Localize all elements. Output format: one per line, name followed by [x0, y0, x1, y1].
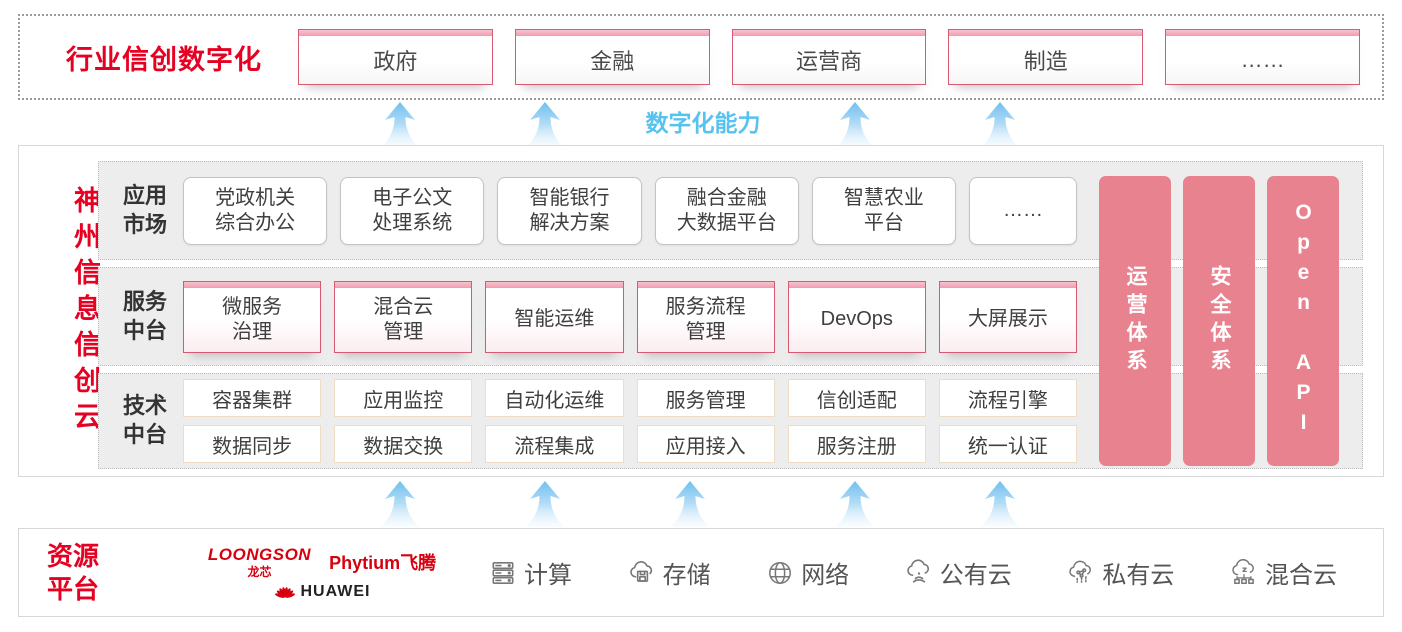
app-market-row: 应用 市场 党政机关 综合办公 电子公文 处理系统 智能银行 解决方案 融合金融… — [98, 161, 1363, 260]
pillar-label: Open API — [1292, 201, 1315, 441]
xinchuang-cloud-panel: 神州信息信创云 应用 市场 党政机关 综合办公 电子公文 处理系统 智能银行 解… — [18, 145, 1384, 477]
resource-item-network: 网络 — [766, 555, 849, 590]
pillar-label: 运营体系 — [1124, 265, 1147, 377]
huawei-logo: HUAWEI — [274, 583, 371, 601]
huawei-wordmark: HUAWEI — [300, 582, 371, 600]
up-arrow-icon — [835, 481, 875, 527]
service-item: 微服务 治理 — [183, 280, 322, 353]
up-arrow-icon — [835, 102, 875, 148]
resource-band-title: 资源 平台 — [47, 541, 100, 604]
public-cloud-icon — [907, 558, 929, 583]
resource-item-compute: 计算 — [489, 555, 572, 590]
resource-item-label: 存储 — [662, 562, 711, 589]
service-item: 大屏展示 — [938, 280, 1078, 353]
tech-item: 流程引擎 — [938, 379, 1077, 417]
resource-item-storage: 存储 — [628, 555, 711, 590]
tech-item: 自动化运维 — [485, 379, 624, 417]
tech-item: 服务注册 — [787, 425, 926, 463]
row-label-tech: 技术 中台 — [122, 393, 167, 447]
vendor-logos: LOONGSON 龙芯 Phytium飞腾 — [191, 545, 453, 601]
up-arrow-icon — [980, 102, 1020, 148]
loongson-logo: LOONGSON 龙芯 — [208, 545, 311, 580]
service-item: DevOps — [787, 280, 926, 353]
up-arrow-icon — [525, 102, 565, 148]
phytium-logo: Phytium飞腾 — [329, 553, 437, 573]
app-market-items: 党政机关 综合办公 电子公文 处理系统 智能银行 解决方案 融合金融 大数据平台… — [183, 176, 1078, 245]
resource-item-private-cloud: 私有云 — [1067, 555, 1174, 590]
industry-box-more: …… — [1165, 29, 1360, 85]
service-item: 服务流程 管理 — [636, 280, 775, 353]
loongson-cn-wordmark: 龙芯 — [247, 564, 272, 579]
pillar-operation-system: 运营体系 — [1099, 176, 1171, 466]
tech-item: 服务管理 — [636, 379, 775, 417]
industry-digitalization-band: 行业信创数字化 政府 金融 运营商 制造 …… — [18, 14, 1384, 100]
app-market-item: 党政机关 综合办公 — [183, 176, 328, 245]
platform-title: 神州信息信创云 — [70, 186, 100, 438]
up-arrow-icon — [380, 481, 420, 527]
resource-item-hybrid-cloud: 混合云 — [1230, 555, 1337, 590]
resource-item-label: 网络 — [801, 562, 850, 589]
resource-item-public-cloud: 公有云 — [905, 555, 1012, 590]
resource-platform-band: 资源 平台 LOONGSON 龙芯 Phytium飞腾 — [18, 528, 1384, 617]
app-market-item-more: …… — [969, 176, 1078, 245]
storage-icon — [629, 560, 652, 582]
resource-items: 计算 存储 网络 — [489, 555, 1337, 590]
tech-item: 数据同步 — [183, 425, 322, 463]
private-cloud-icon — [1069, 560, 1092, 583]
tech-item: 容器集群 — [183, 379, 322, 417]
industry-band-title: 行业信创数字化 — [66, 44, 262, 75]
row-label-app-market: 应用 市场 — [122, 182, 167, 237]
service-item: 智能运维 — [485, 280, 624, 353]
resource-item-label: 私有云 — [1102, 562, 1175, 589]
up-arrow-icon — [525, 481, 565, 527]
up-arrow-icon — [380, 102, 420, 148]
pillar-security-system: 安全体系 — [1183, 176, 1255, 466]
resource-item-label: 计算 — [524, 562, 572, 589]
app-market-item: 融合金融 大数据平台 — [654, 176, 799, 245]
app-market-item: 电子公文 处理系统 — [340, 176, 485, 245]
industry-box-manufacturing: 制造 — [948, 29, 1144, 85]
tech-item: 信创适配 — [787, 379, 926, 417]
tech-middle-row: 技术 中台 容器集群 应用监控 自动化运维 服务管理 信创适配 流程引擎 数据同… — [98, 373, 1363, 469]
industry-box-row: 政府 金融 运营商 制造 …… — [298, 29, 1360, 85]
up-arrow-icon — [980, 481, 1020, 527]
compute-icon — [492, 561, 514, 584]
service-middle-row: 服务 中台 微服务 治理 混合云 管理 智能运维 服务流程 管理 DevOps … — [98, 267, 1363, 366]
pillar-label: 安全体系 — [1208, 265, 1231, 377]
tech-item: 统一认证 — [938, 425, 1077, 463]
tech-item: 流程集成 — [485, 425, 624, 463]
tech-item: 应用监控 — [334, 379, 473, 417]
resource-item-label: 混合云 — [1264, 562, 1337, 589]
tech-item: 数据交换 — [334, 425, 473, 463]
industry-box-finance: 金融 — [514, 29, 710, 85]
hybrid-cloud-icon — [1232, 558, 1254, 584]
pillar-open-api: Open API — [1267, 176, 1339, 466]
resource-item-label: 公有云 — [939, 562, 1012, 589]
industry-box-operator: 运营商 — [731, 29, 927, 85]
capability-label: 数字化能力 — [645, 110, 761, 136]
app-market-item: 智能银行 解决方案 — [497, 176, 642, 245]
row-label-service: 服务 中台 — [122, 288, 167, 343]
tech-items: 容器集群 应用监控 自动化运维 服务管理 信创适配 流程引擎 数据同步 数据交换… — [183, 379, 1077, 463]
network-icon — [769, 561, 792, 584]
tech-item: 应用接入 — [636, 425, 775, 463]
service-item: 混合云 管理 — [334, 280, 473, 353]
huawei-flower-icon — [274, 586, 295, 598]
loongson-wordmark: LOONGSON — [207, 544, 312, 564]
app-market-item: 智慧农业 平台 — [811, 176, 957, 245]
industry-box-government: 政府 — [298, 29, 493, 85]
service-items: 微服务 治理 混合云 管理 智能运维 服务流程 管理 DevOps 大屏展示 — [183, 280, 1078, 353]
up-arrow-icon — [670, 481, 710, 527]
